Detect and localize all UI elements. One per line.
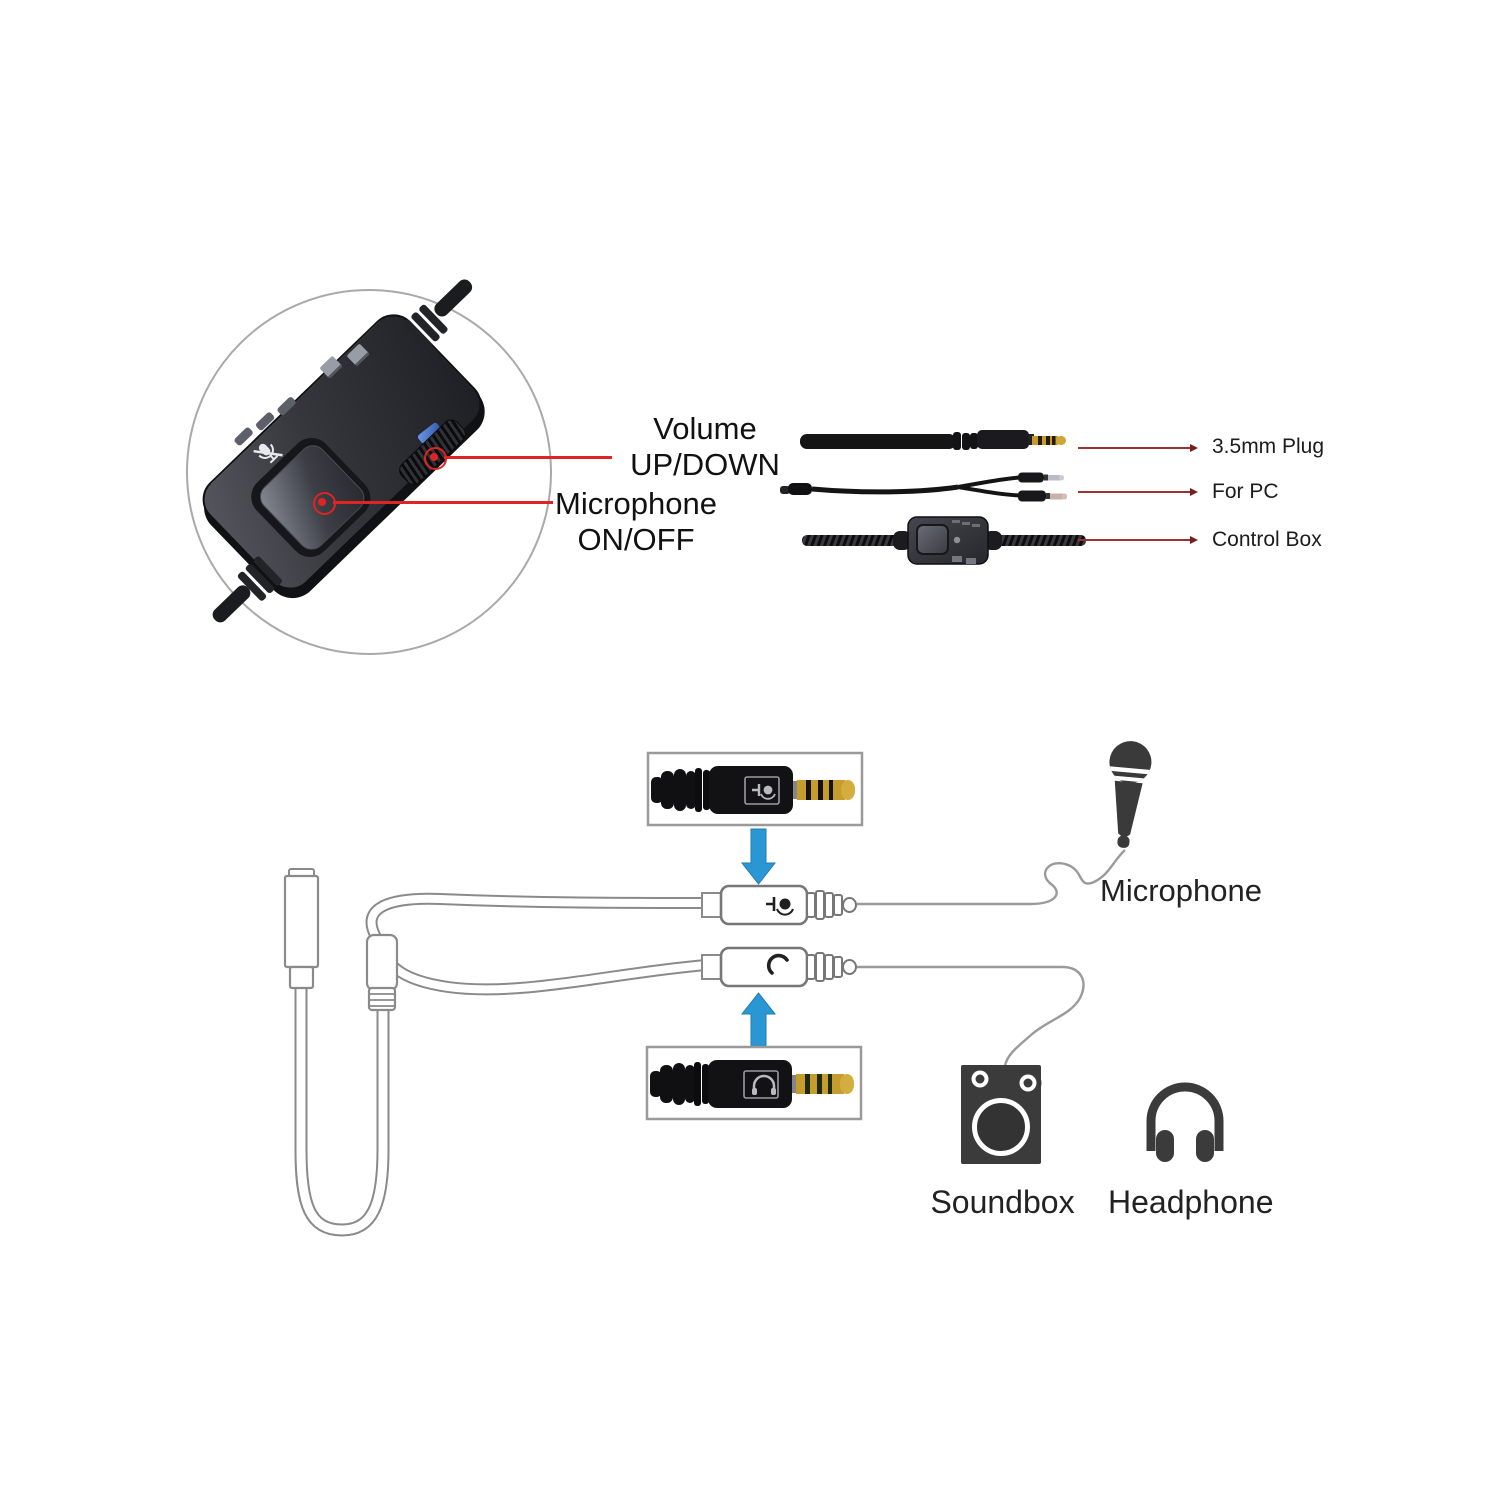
- volume-callout-line1: Volume: [653, 411, 757, 446]
- pc-leader-line: [1078, 491, 1190, 493]
- mic-plug-glyph-icon: [766, 897, 794, 916]
- plug-label: 3.5mm Plug: [1212, 435, 1325, 458]
- plug-leader-line: [1078, 447, 1190, 449]
- headphone-icon: [1146, 1082, 1224, 1162]
- microphone-callout: Microphone ON/OFF: [541, 486, 731, 558]
- mic-plug-glyph-icon: [752, 784, 776, 800]
- cable-parts-photos: [780, 430, 1086, 565]
- plug-leader-arrowhead: [1190, 443, 1198, 452]
- mic-marker-ring: [313, 492, 336, 515]
- mic-plug: [701, 884, 857, 926]
- mic-mute-icon: [250, 435, 287, 472]
- photo-pc-splitter: [780, 472, 1067, 502]
- soundbox-label: Soundbox: [930, 1184, 1075, 1220]
- volume-callout-line2: UP/DOWN: [630, 447, 780, 482]
- controlbox-label: Control Box: [1212, 528, 1322, 551]
- connection-diagram: [283, 741, 1224, 1237]
- microphone-callout-line2: ON/OFF: [577, 522, 695, 557]
- volume-callout: Volume UP/DOWN: [612, 411, 798, 483]
- mic-cord: [857, 849, 1126, 906]
- down-arrow-icon: [740, 828, 777, 885]
- soundbox-cord: [857, 965, 1085, 1067]
- photo-35mm-plug: [800, 430, 1066, 450]
- volume-marker-ring: [424, 447, 447, 470]
- controlbox-leader-arrowhead: [1190, 535, 1198, 544]
- female-jack: [283, 868, 320, 990]
- microphone-callout-line1: Microphone: [555, 486, 717, 521]
- headphone-label: Headphone: [1108, 1184, 1274, 1220]
- soundbox-icon: [961, 1065, 1042, 1164]
- mic-leader-line: [333, 501, 553, 504]
- headphone-plug-glyph-icon: [766, 953, 789, 975]
- pc-leader-arrowhead: [1190, 487, 1198, 496]
- splitter-junction: [365, 933, 399, 1012]
- volume-leader-line: [444, 456, 612, 459]
- headphone-plug-closeup-box: [645, 1045, 863, 1121]
- volume-marker-dot: [430, 453, 438, 461]
- controlbox-leader-line: [1078, 539, 1190, 541]
- mic-plug-closeup-box: [646, 751, 864, 827]
- headphone-plug-glyph-icon: [752, 1074, 776, 1095]
- microphone-icon: [1107, 741, 1154, 848]
- splitter-cables: [294, 892, 707, 1237]
- photo-control-box: [802, 516, 1086, 565]
- mic-marker-dot: [318, 498, 326, 506]
- magnifier-circle: [186, 289, 552, 655]
- microphone-label: Microphone: [1100, 873, 1262, 908]
- pc-label: For PC: [1212, 480, 1279, 503]
- up-arrow-icon: [740, 992, 777, 1047]
- headphone-plug: [701, 946, 857, 988]
